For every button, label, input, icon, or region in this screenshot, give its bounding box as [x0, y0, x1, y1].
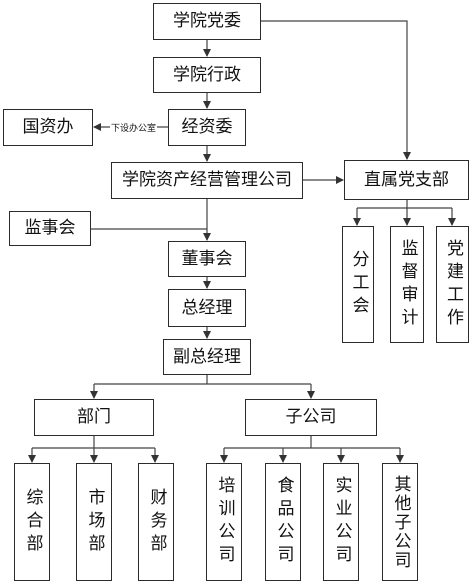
node-administration: 学院行政	[153, 57, 261, 93]
node-sub-industry: 实业公司	[323, 463, 359, 581]
node-general-manager: 总经理	[168, 289, 246, 327]
node-dept-market: 市场部	[76, 463, 112, 581]
node-sub-food: 食品公司	[265, 463, 301, 581]
node-branch-party: 党建工作	[436, 226, 469, 343]
node-branch-union: 分工会	[342, 226, 374, 343]
edge-label-office: 下设办公室	[110, 121, 158, 134]
node-board: 董事会	[168, 241, 246, 277]
node-sub-training: 培训公司	[206, 463, 242, 581]
node-supervisory-board: 监事会	[9, 211, 91, 246]
edge-party-branch	[261, 20, 411, 160]
node-party-committee: 学院党委	[153, 3, 261, 40]
node-subsidiaries: 子公司	[245, 399, 377, 436]
node-dept-finance: 财务部	[138, 463, 174, 581]
node-asset-company: 学院资产经营管理公司	[111, 162, 303, 199]
node-dept-general: 综合部	[14, 463, 50, 581]
node-finance-committee: 经资委	[168, 109, 246, 146]
node-direct-branch: 直属党支部	[344, 160, 469, 200]
node-deputy-gm: 副总经理	[163, 339, 251, 375]
node-sub-other: 其他子公司	[382, 463, 418, 581]
node-branch-audit: 监督审计	[390, 226, 424, 343]
node-departments: 部门	[34, 399, 154, 436]
node-state-assets-office: 国资办	[3, 109, 93, 146]
